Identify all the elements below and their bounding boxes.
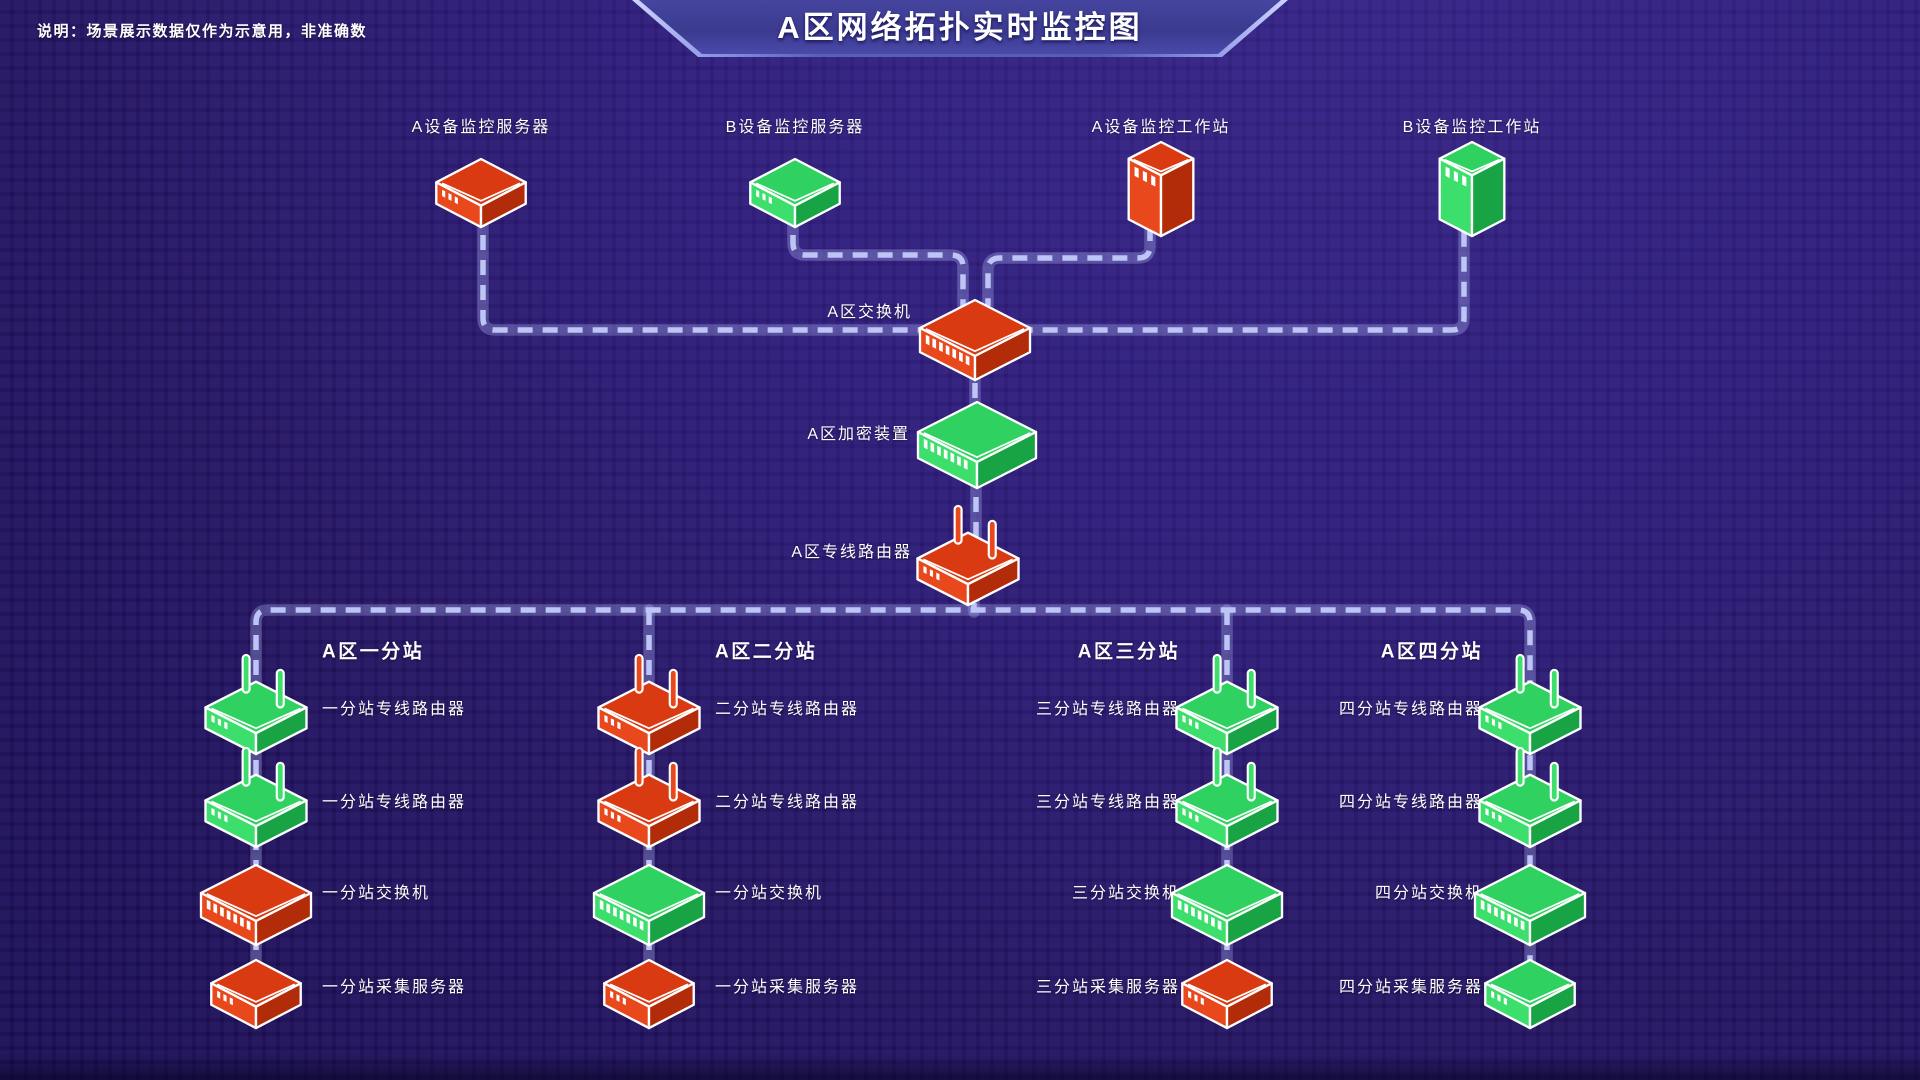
device-label: A区加密装置 [807, 426, 910, 443]
device-label: A区交换机 [827, 304, 912, 321]
device-label: 三分站交换机 [1071, 885, 1180, 902]
device-label: 三分站专线路由器 [1035, 701, 1180, 718]
device-icon-server[interactable] [210, 958, 302, 1030]
page-title: A区网络拓扑实时监控图 [777, 10, 1143, 45]
device-icon-switch[interactable] [592, 863, 706, 948]
device-icon-switch[interactable] [1473, 863, 1587, 948]
device-label: 一分站交换机 [715, 885, 824, 902]
device-label: 四分站专线路由器 [1338, 701, 1483, 718]
device-icon-router[interactable] [597, 745, 701, 849]
device-label: 三分站专线路由器 [1035, 794, 1180, 811]
device-label: 二分站专线路由器 [715, 794, 860, 811]
device-label: 四分站专线路由器 [1338, 794, 1483, 811]
device-icon-router[interactable] [1478, 745, 1582, 849]
device-label: B设备监控服务器 [725, 119, 865, 136]
wire-dashes [790, 210, 966, 306]
device-icon-router[interactable] [1175, 745, 1279, 849]
device-icon-workstation[interactable] [1438, 140, 1506, 238]
device-label: 一分站交换机 [322, 885, 431, 902]
device-icon-server[interactable] [1181, 958, 1273, 1030]
station-header: A区二分站 [715, 641, 818, 663]
wire-casing [982, 220, 1156, 312]
device-icon-workstation[interactable] [1127, 140, 1195, 238]
device-label: 四分站采集服务器 [1338, 979, 1483, 996]
device-icon-router[interactable] [204, 745, 308, 849]
banner-fill [632, 0, 1288, 57]
device-label: 一分站专线路由器 [322, 794, 467, 811]
device-icon-server[interactable] [603, 958, 695, 1030]
device-label: 四分站交换机 [1374, 885, 1483, 902]
device-label: A区专线路由器 [791, 544, 912, 561]
device-icon-router[interactable] [204, 652, 308, 756]
device-label: 一分站采集服务器 [322, 979, 467, 996]
device-icon-server[interactable] [749, 157, 841, 229]
device-label: B设备监控工作站 [1402, 119, 1542, 136]
station-header: A区一分站 [322, 641, 425, 663]
device-icon-switch[interactable] [1170, 863, 1284, 948]
station-header: A区四分站 [1380, 641, 1483, 663]
device-icon-server[interactable] [1484, 958, 1576, 1030]
title-banner: A区网络拓扑实时监控图 [632, 0, 1288, 57]
device-icon-encryptor[interactable] [916, 400, 1038, 491]
device-icon-router[interactable] [1175, 652, 1279, 756]
device-label: A设备监控工作站 [1091, 119, 1231, 136]
device-icon-router[interactable] [916, 503, 1020, 607]
device-icon-switch[interactable] [918, 298, 1032, 383]
disclaimer-note: 说明：场景展示数据仅作为示意用，非准确数 [37, 23, 368, 40]
device-label: 一分站采集服务器 [715, 979, 860, 996]
station-header: A区三分站 [1077, 641, 1180, 663]
device-icon-server[interactable] [435, 157, 527, 229]
device-label: 三分站采集服务器 [1035, 979, 1180, 996]
device-label: 一分站专线路由器 [322, 701, 467, 718]
device-icon-router[interactable] [1478, 652, 1582, 756]
device-label: A设备监控服务器 [411, 119, 551, 136]
wire-dashes [253, 607, 1533, 1000]
wire-dashes [985, 226, 1153, 306]
device-label: 二分站专线路由器 [715, 701, 860, 718]
device-icon-router[interactable] [597, 652, 701, 756]
device-icon-switch[interactable] [199, 863, 313, 948]
